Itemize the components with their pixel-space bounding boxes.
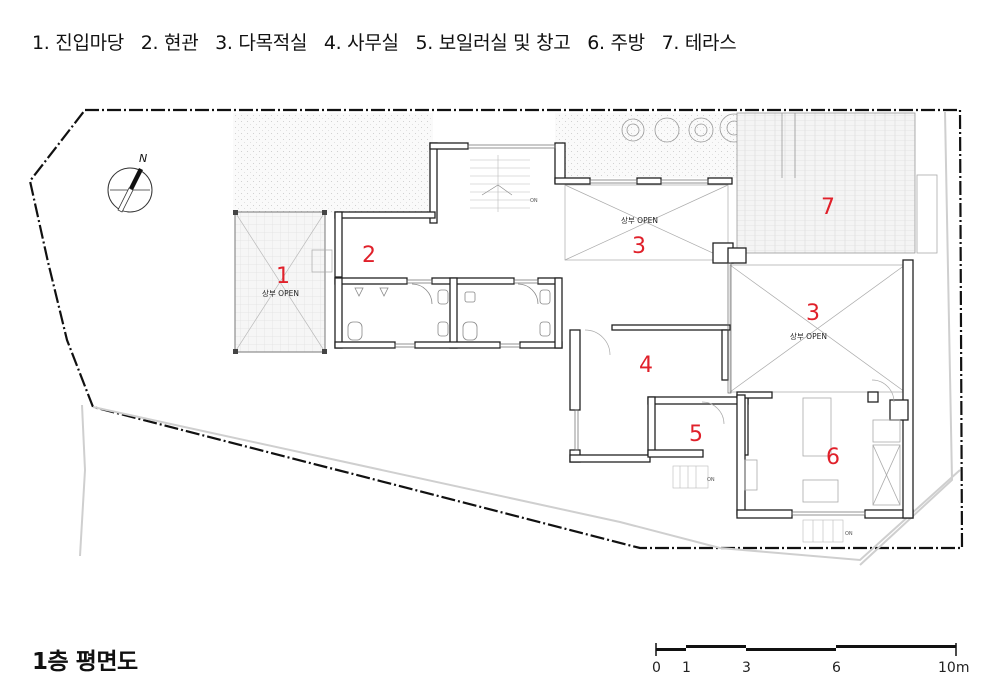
legend-item-3: 3. 다목적실	[215, 32, 308, 54]
room-legend: 1. 진입마당 2. 현관 3. 다목적실 4. 사무실 5. 보일러실 및 창…	[32, 28, 747, 55]
door-swings	[311, 249, 895, 425]
contour-lines	[79, 111, 961, 566]
legend-item-5: 5. 보일러실 및 창고	[415, 32, 571, 54]
room-label-6: 6	[826, 445, 840, 470]
north-arrow	[107, 167, 153, 213]
drawing-title: 1층 평면도	[32, 649, 138, 675]
legend-item-6: 6. 주방	[587, 32, 645, 54]
scale-label-0: 0	[652, 660, 661, 676]
open-label-3a: 상부 OPEN	[621, 215, 658, 225]
room-label-7: 7	[821, 195, 835, 220]
scale-bar: 0 1 3 6 10m	[640, 640, 980, 690]
step-on-label-2: ON	[845, 531, 853, 537]
exterior-steps	[672, 465, 844, 543]
legend-item-4: 4. 사무실	[323, 32, 399, 54]
open-label-3b: 상부 OPEN	[790, 331, 827, 341]
scale-label-1: 1	[682, 660, 691, 676]
step-on-label-1: ON	[707, 477, 715, 483]
kitchen-fixtures	[744, 397, 901, 506]
room-label-3b: 3	[806, 301, 820, 326]
windows	[394, 144, 866, 516]
room-1-entry-court	[233, 210, 327, 354]
room-7-terrace	[736, 112, 938, 254]
scale-label-10: 10m	[938, 660, 970, 676]
room-label-3a: 3	[632, 234, 646, 259]
legend-item-2: 2. 현관	[140, 32, 199, 54]
entry-stair	[470, 155, 530, 212]
open-label-1: 상부 OPEN	[262, 288, 299, 298]
room-label-4: 4	[639, 353, 653, 378]
toilet-fixtures	[347, 283, 551, 341]
stair-on-label: ON	[530, 198, 538, 204]
scale-bar-graphic	[655, 643, 957, 656]
north-label: N	[139, 152, 147, 165]
legend-item-7: 7. 테라스	[661, 32, 737, 54]
room-label-5: 5	[689, 422, 703, 447]
scale-label-3: 3	[742, 660, 751, 676]
scale-label-6: 6	[832, 660, 841, 676]
legend-item-1: 1. 진입마당	[32, 32, 124, 54]
room-label-1: 1	[276, 264, 290, 289]
dotted-ground-area	[233, 113, 433, 213]
site-boundary	[28, 108, 964, 550]
room-label-2: 2	[362, 243, 376, 268]
